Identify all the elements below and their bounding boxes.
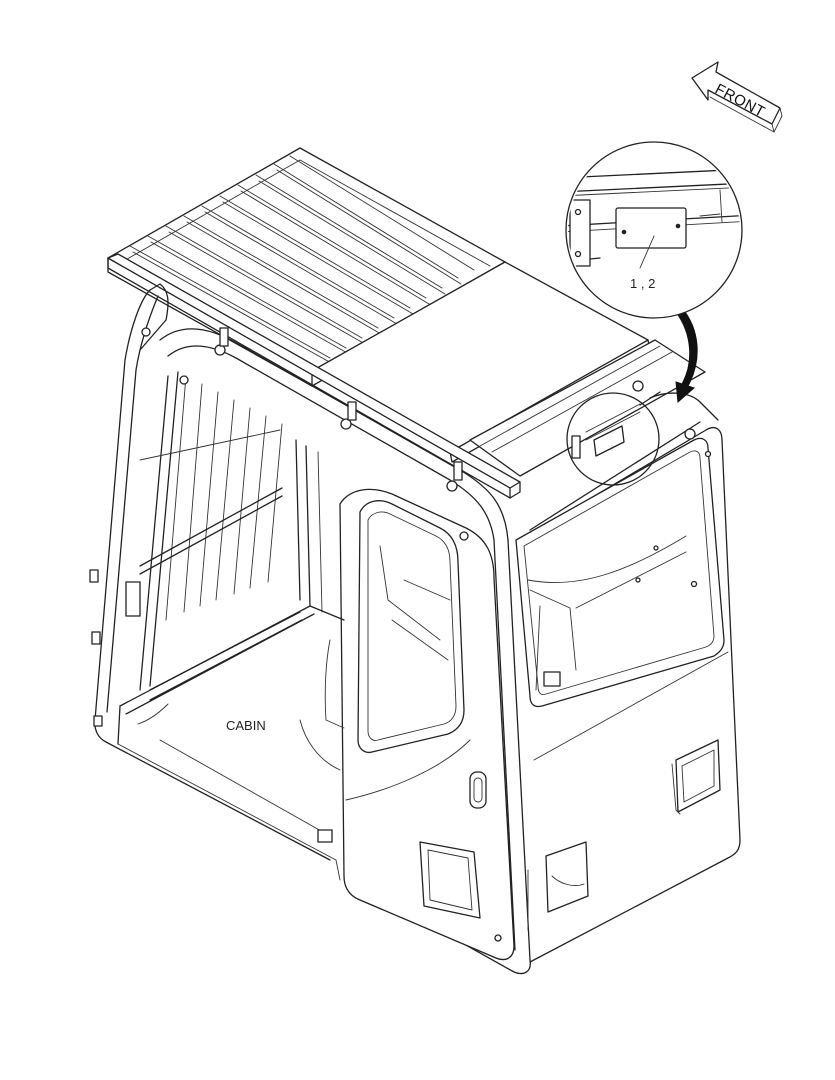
label-plate [615, 207, 687, 249]
detail-callout: 1 , 2 [565, 141, 743, 319]
cabin-door [339, 488, 515, 961]
callout-small-circle [566, 392, 660, 486]
callout-leader [675, 307, 698, 404]
rear-lower-panel [533, 651, 729, 815]
cabin-floor [93, 605, 345, 881]
lower-hatch [419, 841, 589, 931]
roof-rail [107, 253, 706, 499]
left-side-grille [89, 371, 323, 701]
cabin-body [94, 283, 741, 975]
front-arrow: FRONT [691, 61, 783, 133]
cabin-label: CABIN [226, 718, 266, 733]
callout-label: 1 , 2 [630, 276, 655, 291]
rear-window [515, 437, 725, 708]
fasteners [141, 327, 712, 942]
roof-guard [107, 147, 506, 387]
label-plate-small [571, 403, 641, 459]
